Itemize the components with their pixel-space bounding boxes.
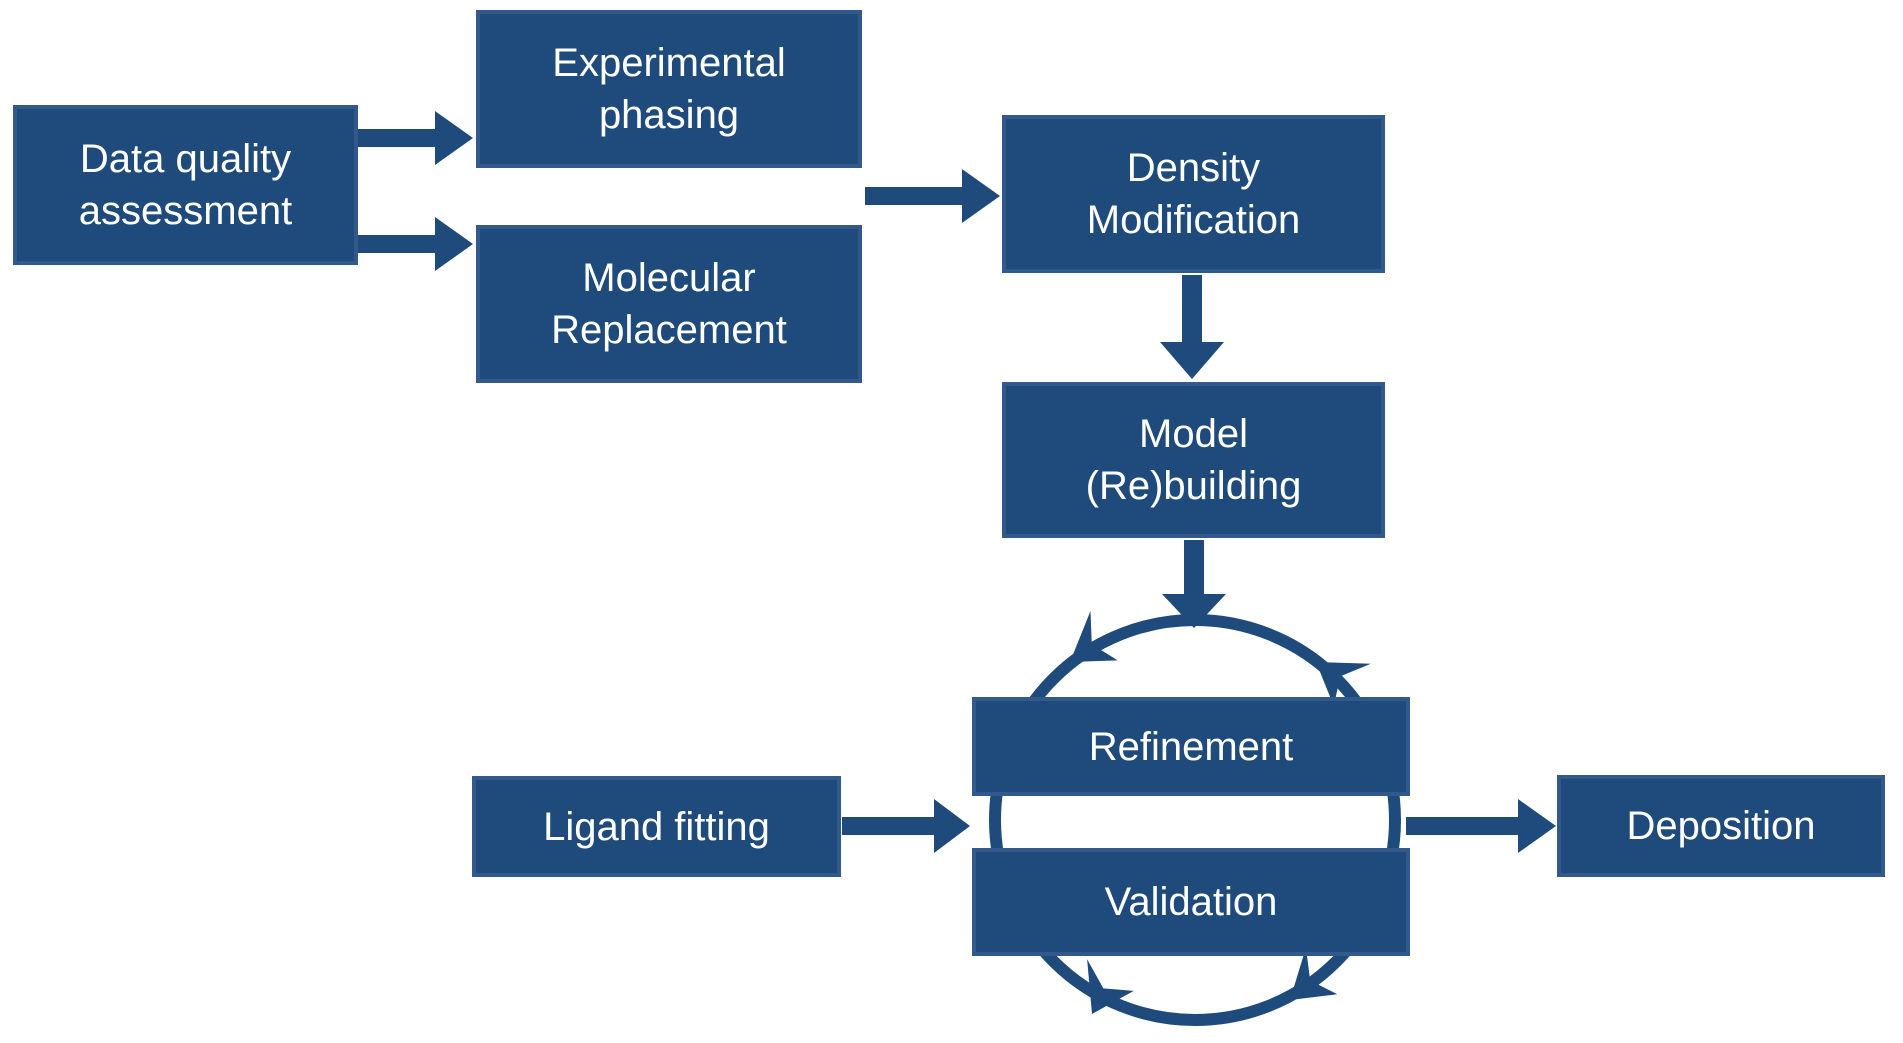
arrow-data-to-molecular-icon — [356, 217, 473, 271]
node-validation: Validation — [972, 848, 1410, 956]
node-density-modification: Density Modification — [1002, 115, 1385, 273]
node-data-quality-assessment: Data quality assessment — [13, 105, 358, 265]
cycle-arrowhead-upper-left-icon — [1070, 611, 1118, 662]
cycle-arrowhead-upper-right-icon — [1316, 662, 1371, 707]
arrow-data-to-experimental-icon — [356, 111, 473, 165]
arrow-density-to-model-icon — [1160, 275, 1224, 379]
node-refinement: Refinement — [972, 697, 1410, 796]
cycle-arrowhead-lower-right-icon — [1290, 947, 1338, 1000]
node-model-rebuilding: Model (Re)building — [1002, 382, 1385, 538]
arrow-to-density-modification-icon — [865, 169, 1000, 223]
node-molecular-replacement: Molecular Replacement — [476, 225, 862, 383]
node-experimental-phasing: Experimental phasing — [476, 10, 862, 168]
node-deposition: Deposition — [1557, 775, 1885, 877]
node-ligand-fitting: Ligand fitting — [472, 776, 841, 877]
arrow-ligand-to-cycle-icon — [842, 799, 970, 853]
arrow-model-to-cycle-icon — [1162, 540, 1226, 628]
arrow-cycle-to-deposition-icon — [1406, 799, 1556, 853]
cycle-arrowhead-lower-left-icon — [1087, 959, 1134, 1014]
